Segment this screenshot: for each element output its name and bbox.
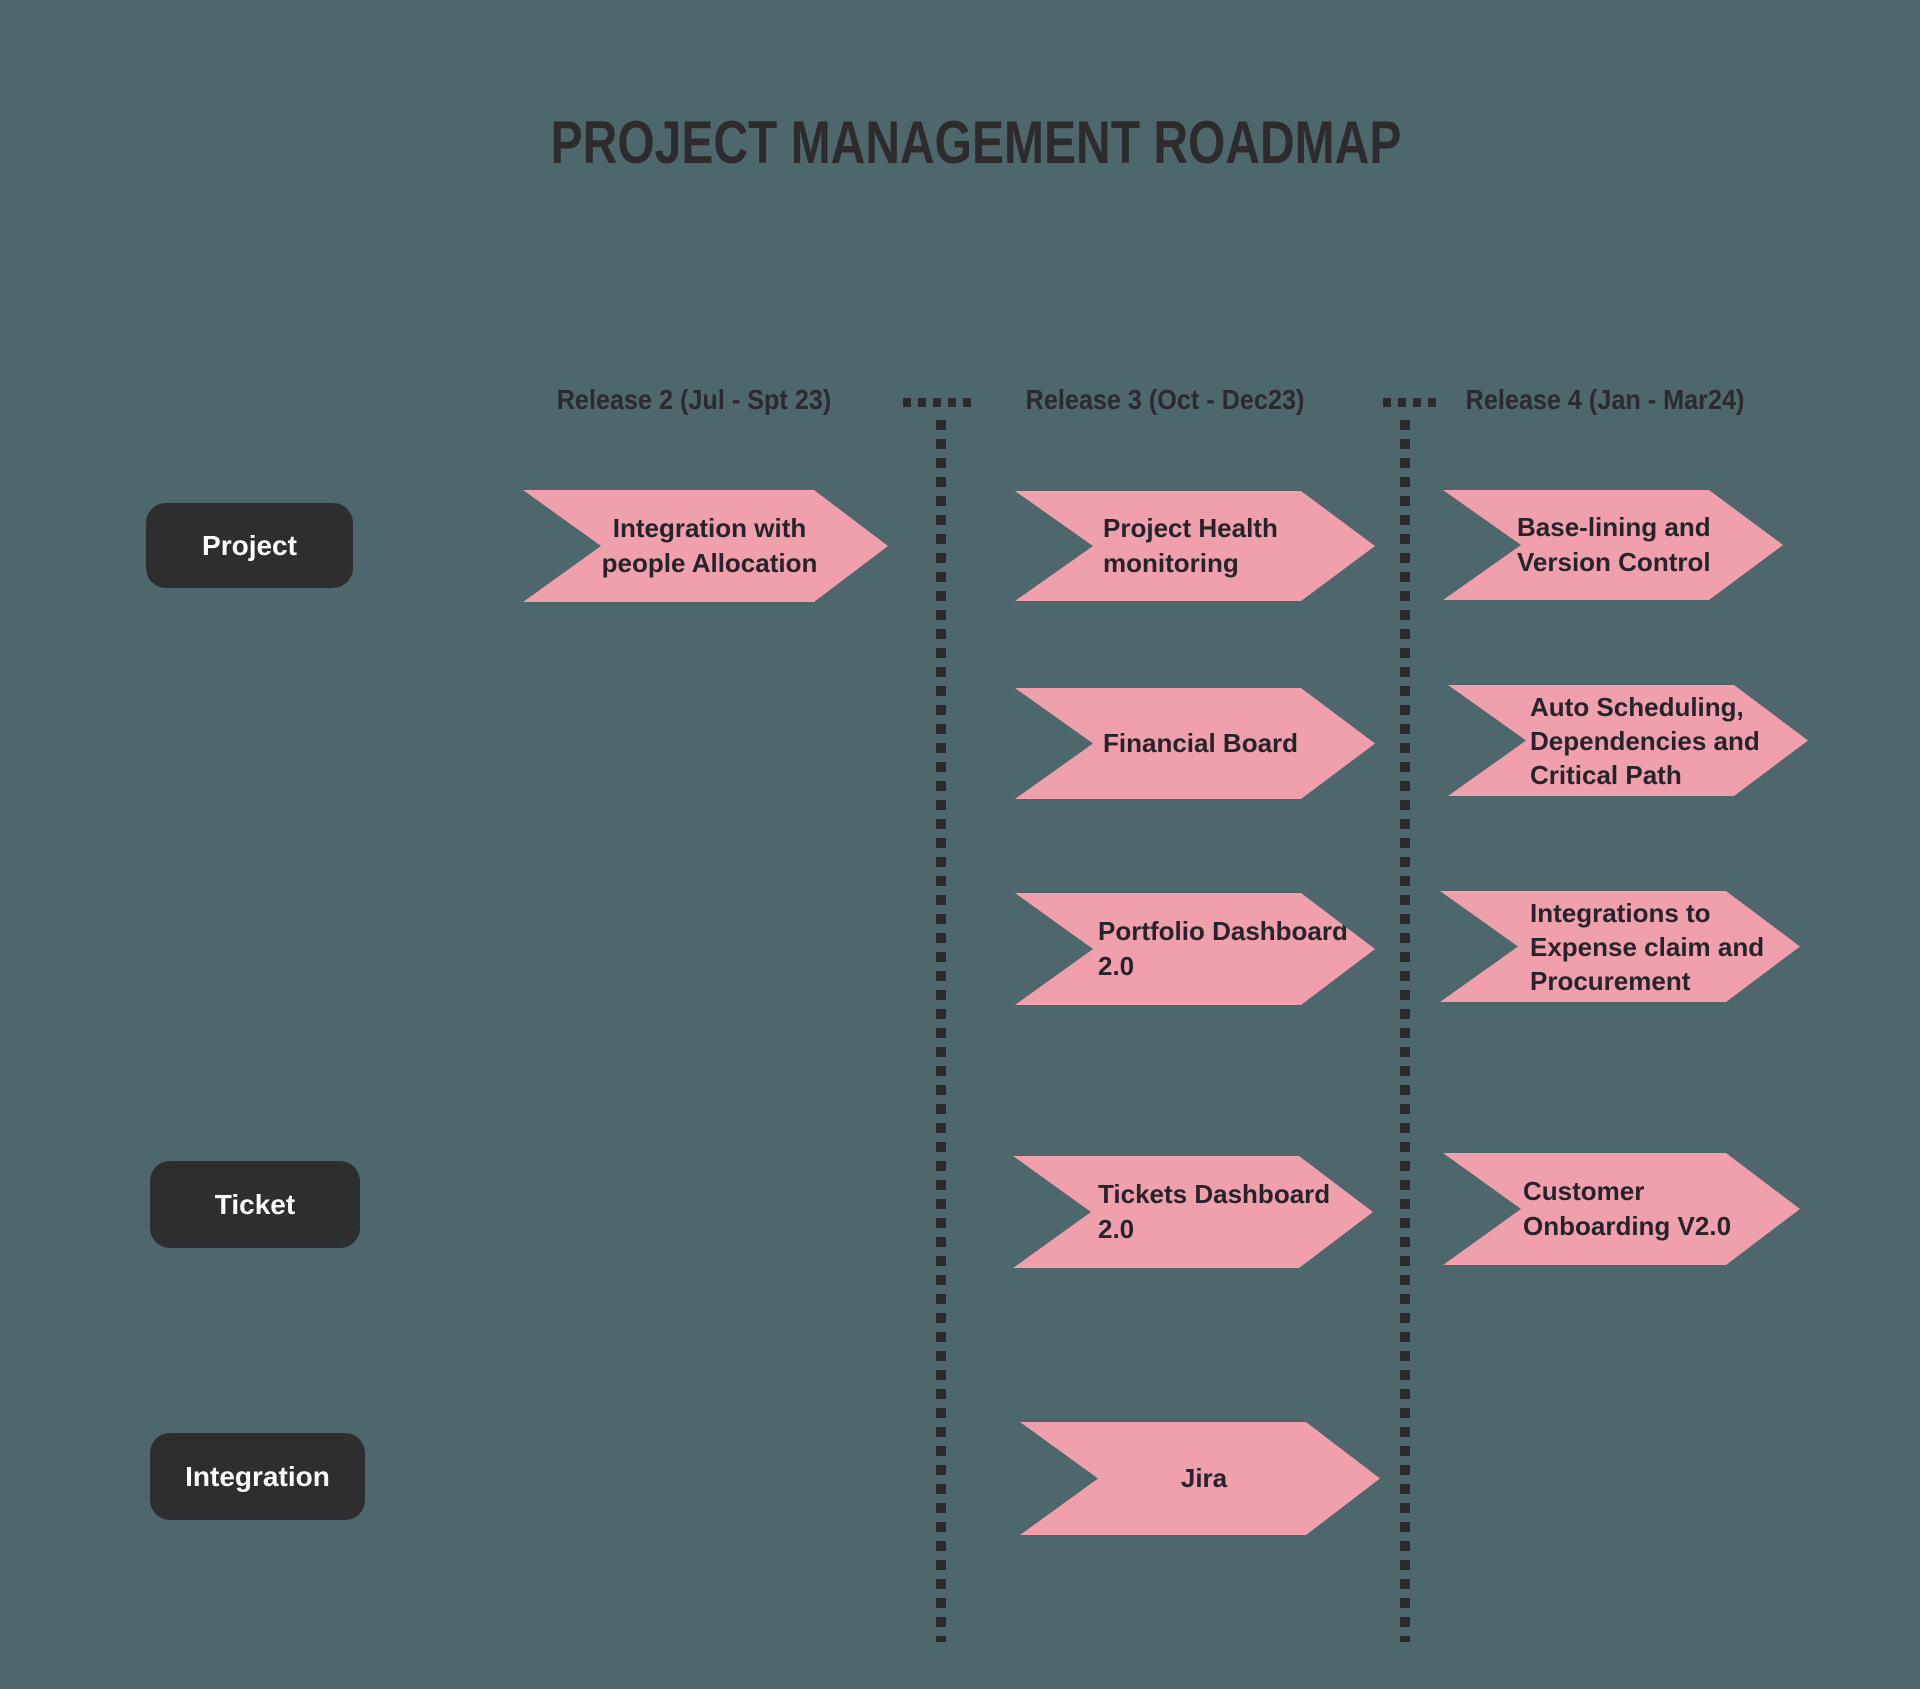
- roadmap-item-jira: Jira: [1020, 1422, 1380, 1535]
- roadmap-item-integrations-expense-claim-procurement: Integrations to Expense claim and Procur…: [1440, 891, 1800, 1002]
- column-header-release-2: Release 2 (Jul - Spt 23): [556, 384, 832, 415]
- header-dots-separator-2: [1383, 398, 1438, 407]
- row-label-project: Project: [146, 503, 353, 588]
- column-header-release-3: Release 3 (Oct - Dec23): [1025, 384, 1305, 415]
- header-dots-separator-1: [903, 398, 975, 407]
- roadmap-item-tickets-dashboard-2-0: Tickets Dashboard 2.0: [1013, 1156, 1373, 1268]
- row-label-integration: Integration: [150, 1433, 365, 1520]
- row-label-ticket: Ticket: [150, 1161, 360, 1248]
- roadmap-item-auto-scheduling-dependencies-critical-path: Auto Scheduling, Dependencies and Critic…: [1448, 685, 1808, 796]
- column-divider-2: [1400, 420, 1410, 1642]
- column-divider-1: [936, 420, 946, 1642]
- roadmap-item-base-lining-and-version-control: Base-lining and Version Control: [1443, 490, 1783, 600]
- column-header-release-4: Release 4 (Jan - Mar24): [1465, 384, 1745, 415]
- page-title: PROJECT MANAGEMENT ROADMAP: [550, 109, 1402, 176]
- roadmap-item-project-health-monitoring: Project Health monitoring: [1015, 491, 1375, 601]
- roadmap-item-portfolio-dashboard-2-0: Portfolio Dashboard 2.0: [1015, 893, 1375, 1005]
- roadmap-item-customer-onboarding-v2-0: Customer Onboarding V2.0: [1443, 1153, 1800, 1265]
- roadmap-item-financial-board: Financial Board: [1015, 688, 1375, 799]
- roadmap-item-integration-with-people-allocation: Integration with people Allocation: [523, 490, 888, 602]
